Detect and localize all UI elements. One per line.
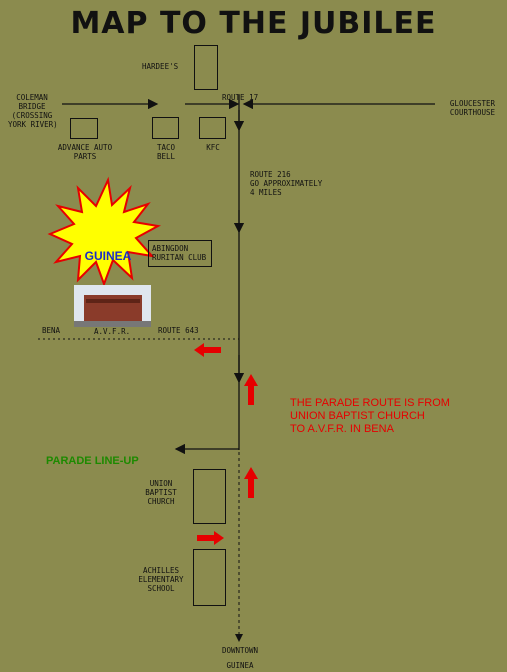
building-achilles-school bbox=[193, 549, 226, 606]
label-kfc: KFC bbox=[206, 143, 220, 152]
building-advance-auto bbox=[70, 118, 98, 139]
red-arrow-up-2 bbox=[244, 467, 258, 498]
label-coleman-bridge: COLEMAN BRIDGE (CROSSING YORK RIVER) bbox=[8, 93, 58, 129]
label-guinea: GUINEA bbox=[226, 661, 254, 670]
building-union-baptist bbox=[193, 469, 226, 524]
label-route-17: ROUTE 17 bbox=[222, 93, 259, 102]
label-route-643: ROUTE 643 bbox=[158, 326, 199, 335]
parade-route-note: THE PARADE ROUTE IS FROM UNION BAPTIST C… bbox=[290, 397, 450, 435]
building-hardees bbox=[194, 45, 218, 90]
red-arrow-left bbox=[194, 343, 221, 357]
map-title: MAP TO THE JUBILEE bbox=[70, 6, 437, 41]
label-avfr: A.V.F.R. bbox=[94, 327, 131, 336]
label-downtown: DOWNTOWN bbox=[221, 646, 259, 655]
label-achilles-school: ACHILLES ELEMENTARY SCHOOL bbox=[138, 566, 184, 593]
label-abingdon: ABINGDON RURITAN CLUB bbox=[152, 244, 207, 262]
red-arrow-up-1 bbox=[244, 374, 258, 405]
label-union-baptist: UNION BAPTIST CHURCH bbox=[145, 479, 177, 506]
label-taco-bell: TACO BELL bbox=[156, 143, 176, 161]
guinea-jubilee-starburst bbox=[47, 176, 162, 287]
label-advance-auto: ADVANCE AUTO PARTS bbox=[57, 143, 113, 161]
building-abingdon bbox=[148, 240, 212, 267]
label-bena: BENA bbox=[42, 326, 61, 335]
badge-line-1: GUINEA bbox=[84, 249, 132, 263]
building-taco-bell bbox=[152, 117, 179, 139]
label-route-216: ROUTE 216 GO APPROXIMATELY 4 MILES bbox=[250, 170, 323, 197]
avfr-photo bbox=[74, 285, 151, 327]
label-hardees: HARDEE'S bbox=[142, 62, 179, 71]
parade-lineup-label: PARADE LINE-UP bbox=[46, 455, 139, 467]
label-gloucester-courthouse: GLOUCESTER COURTHOUSE bbox=[449, 99, 496, 117]
red-arrow-right bbox=[197, 531, 224, 545]
building-kfc bbox=[199, 117, 226, 139]
